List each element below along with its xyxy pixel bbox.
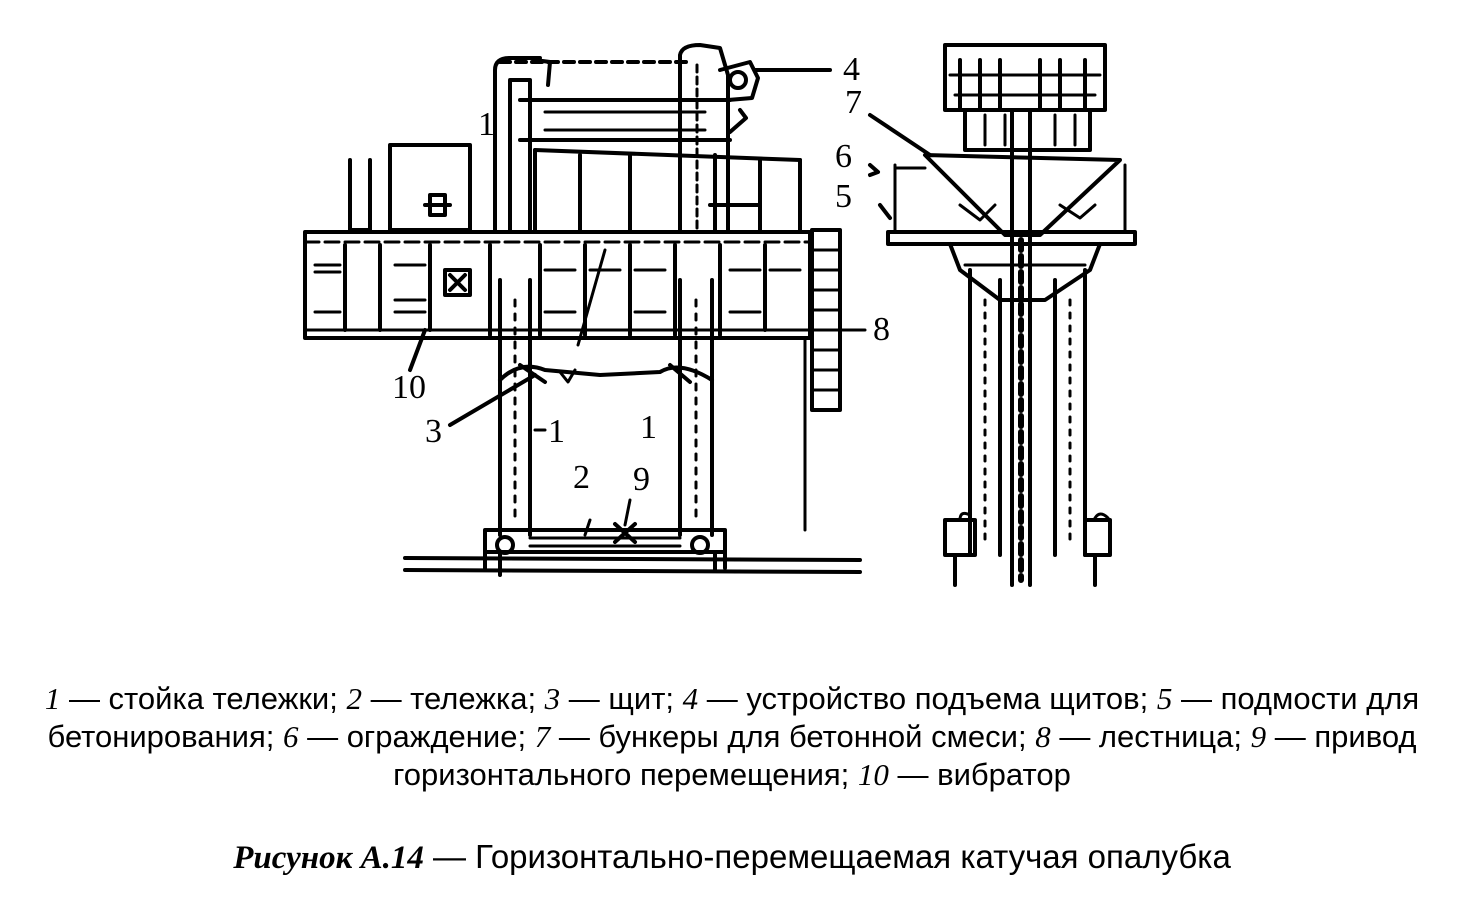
legend: 1 — стойка тележки; 2 — тележка; 3 — щит… xyxy=(40,680,1424,794)
label-3: 3 xyxy=(425,413,442,450)
legend-text: — ограждение; xyxy=(298,719,535,754)
shield xyxy=(498,364,714,382)
legend-num: 2 xyxy=(346,681,362,716)
label-7: 7 xyxy=(845,84,862,121)
label-1-left: 1 xyxy=(548,413,565,450)
legend-text: — бункеры для бетонной смеси; xyxy=(550,719,1036,754)
side-platform xyxy=(886,230,1137,246)
legend-text: — вибратор xyxy=(888,757,1071,792)
legend-num: 4 xyxy=(682,681,699,716)
trolley xyxy=(483,528,727,554)
figure-caption: Рисунок А.14 — Горизонтально-перемещаема… xyxy=(40,838,1424,877)
label-8: 8 xyxy=(873,311,890,348)
hopper xyxy=(923,153,1122,237)
vibrator xyxy=(443,268,472,297)
label-6: 6 xyxy=(835,138,852,175)
drive xyxy=(613,522,637,544)
side-post-left xyxy=(968,268,1002,557)
caption-label: Рисунок А.14 xyxy=(233,840,424,876)
legend-text: — щит; xyxy=(560,681,683,716)
lifting-device xyxy=(678,43,730,232)
label-4: 4 xyxy=(843,51,860,88)
legend-num: 6 xyxy=(282,719,299,754)
label-1-top: 1 xyxy=(478,106,495,143)
label-1-right: 1 xyxy=(640,409,657,446)
front-view xyxy=(303,43,867,577)
legend-num: 10 xyxy=(857,757,889,792)
legend-num: 7 xyxy=(534,719,551,754)
legend-num: 1 xyxy=(44,681,61,716)
label-5: 5 xyxy=(835,178,852,215)
legend-text: — тележка; xyxy=(361,681,545,716)
trolley-post-left xyxy=(498,278,532,537)
formwork-drawing: 4 1 8 10 3 1 1 2 9 7 6 5 xyxy=(303,43,1137,587)
legend-text: — подмости для бетонирования; xyxy=(47,681,1420,754)
legend-text: — лестница; xyxy=(1050,719,1251,754)
ladder xyxy=(810,228,842,412)
center-column xyxy=(1010,108,1032,587)
legend-num: 3 xyxy=(544,681,561,716)
railing xyxy=(893,163,1127,232)
trolley-post-right xyxy=(678,278,714,537)
caption-text: — Горизонтально-перемещаемая катучая опа… xyxy=(423,838,1231,875)
legend-num: 5 xyxy=(1156,681,1173,716)
bunkers-top xyxy=(943,43,1107,112)
label-9: 9 xyxy=(633,461,650,498)
legend-text: — устройство подъема щитов; xyxy=(698,681,1157,716)
label-10: 10 xyxy=(392,369,426,406)
ground-rail xyxy=(403,556,862,574)
legend-text: — привод горизонтального перемещения; xyxy=(393,719,1417,792)
legend-num: 8 xyxy=(1035,719,1051,754)
legend-num: 9 xyxy=(1250,719,1267,754)
legend-text: — стойка тележки; xyxy=(60,681,347,716)
side-post-right xyxy=(1053,268,1087,557)
label-2: 2 xyxy=(573,459,590,496)
side-view xyxy=(868,43,1137,587)
